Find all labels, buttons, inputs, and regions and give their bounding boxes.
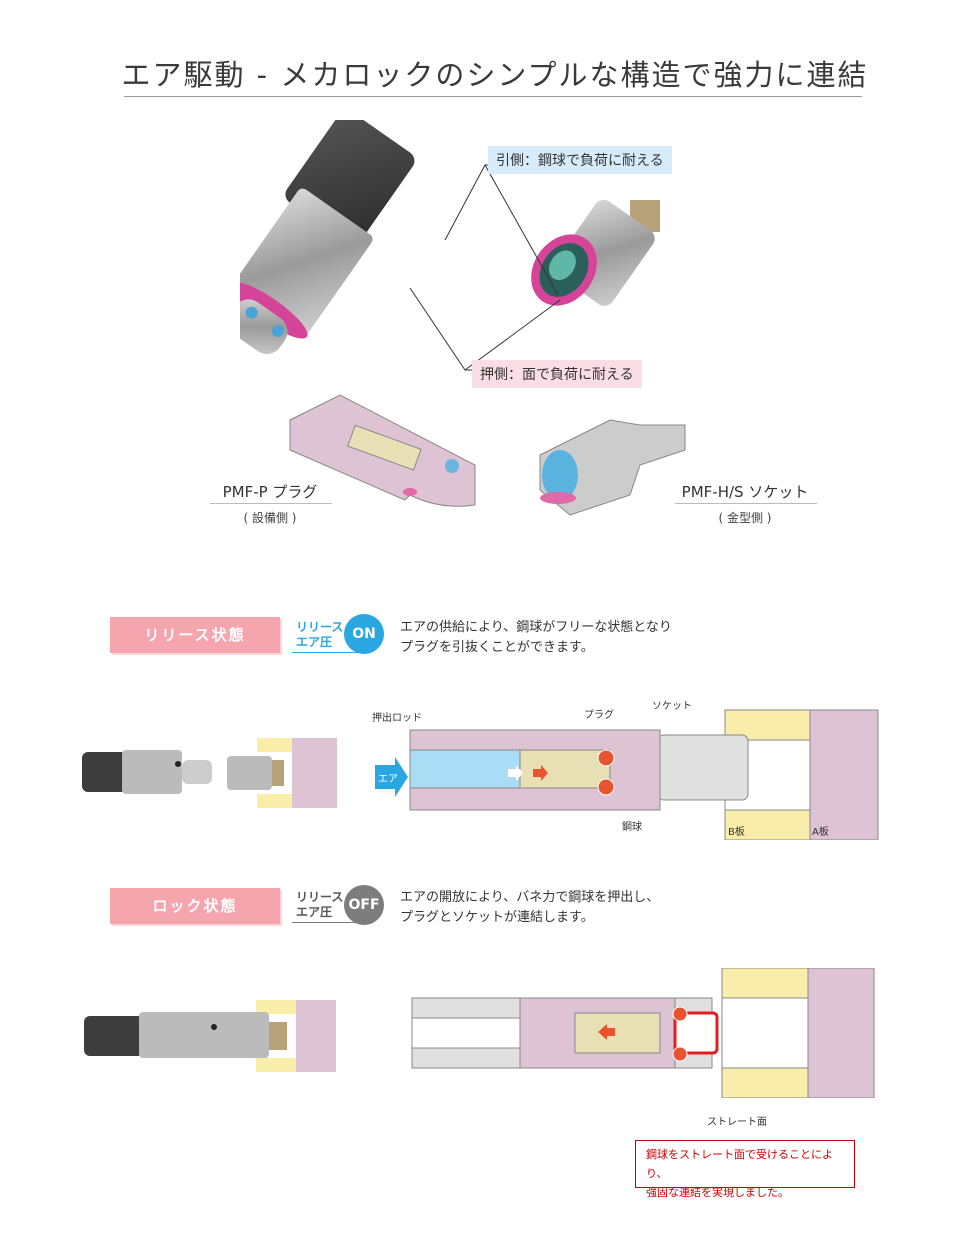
title-rule [124, 96, 862, 97]
lock-air-underline [292, 922, 362, 923]
plug-sub: ( 設備側 ) [243, 511, 297, 525]
page-title: エア駆動 - メカロックのシンプルな構造で強力に連結 [121, 58, 869, 92]
plug-cutaway [289, 394, 476, 507]
a-plate-label: A板 [812, 827, 829, 838]
note-box: 鋼球をストレート面で受けることにより、強固な連結を実現しました。 [635, 1140, 855, 1199]
release-state-label: リリース状態 [110, 617, 280, 653]
lock-diagram [411, 968, 875, 1098]
product-illustration [240, 120, 686, 516]
plug-photo [240, 120, 415, 355]
air-arrow-label: エア [378, 774, 398, 785]
plug-rule [210, 503, 332, 504]
socket-cutaway [539, 419, 686, 516]
release-air-underline [292, 652, 362, 653]
socket-name: PMF-H/S ソケット [681, 483, 809, 501]
plug-label: プラグ [584, 710, 614, 721]
release-air-label: リリースエア圧 [296, 620, 344, 649]
socket-photo [531, 199, 660, 306]
push-side-callout: 押側：面で負荷に耐える [472, 360, 642, 388]
socket-sub: ( 金型側 ) [718, 511, 772, 525]
lock-air-label: リリースエア圧 [296, 890, 344, 919]
b-plate-label: B板 [728, 827, 745, 838]
straight-face-label: ストレート面 [707, 1117, 767, 1128]
plug-name: PMF-P プラグ [222, 483, 318, 501]
on-pill: ON [344, 614, 384, 654]
off-pill: OFF [344, 885, 384, 925]
lock-photo [84, 1000, 336, 1072]
socket-label: ソケット [652, 701, 692, 712]
release-description: エアの供給により、鋼球がフリーな状態となりプラグを引抜くことができます。 [400, 620, 672, 655]
release-photo [82, 738, 337, 808]
pull-side-callout: 引側：鋼球で負荷に耐える [488, 146, 672, 174]
steel-ball-label: 鋼球 [622, 822, 642, 833]
socket-rule [675, 503, 817, 504]
lock-description: エアの開放により、バネ力で鋼球を押出し、プラグとソケットが連結します。 [400, 890, 660, 925]
lock-state-label: ロック状態 [110, 888, 280, 924]
push-rod-label: 押出ロッド [372, 713, 422, 724]
release-diagram: エア [375, 709, 879, 840]
